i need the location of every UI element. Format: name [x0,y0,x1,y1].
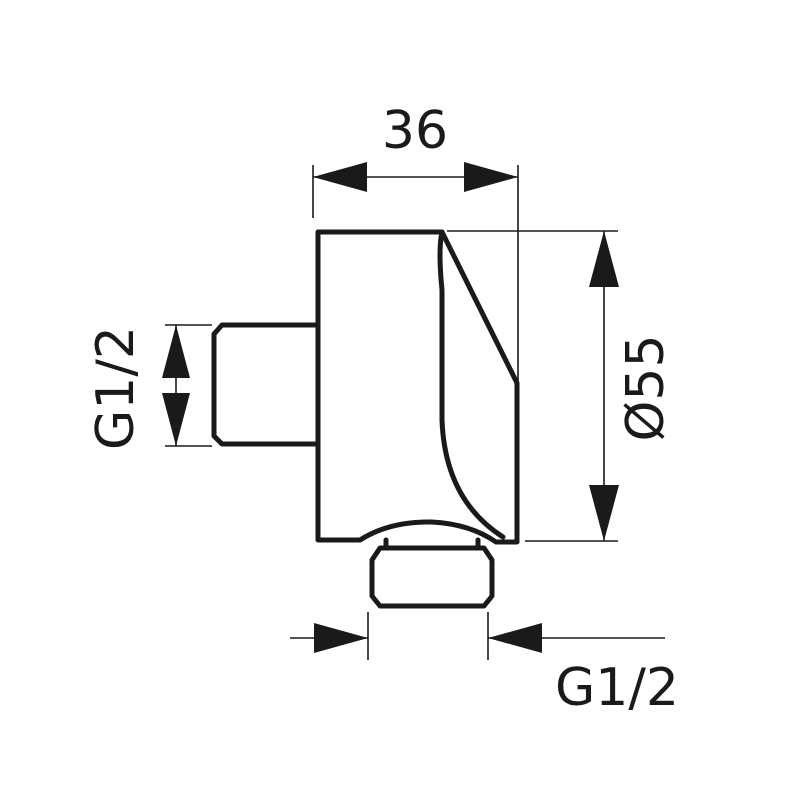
arrow-up [162,325,190,378]
part-outline [211,229,520,609]
arrow-down [589,485,619,541]
body-curved-face [437,229,506,540]
dimension-label-diameter: Ø55 [616,334,676,441]
dimension-top-width: 36 [312,101,519,385]
dimension-label-left-thread: G1/2 [86,326,146,450]
dimension-diameter: Ø55 [447,230,676,542]
arrow-right [314,623,368,653]
body-outline [315,229,520,545]
arrow-left [313,162,367,192]
bottom-nut [369,545,495,609]
dimension-left-thread: G1/2 [86,324,212,450]
dimension-label-bottom-thread: G1/2 [555,658,679,718]
arrow-right [464,162,518,192]
arrow-left [488,623,542,653]
left-inlet [211,322,321,447]
arrow-up [589,231,619,287]
dimension-bottom-thread: G1/2 [290,612,679,718]
arrow-down [162,393,190,446]
dimension-label-width: 36 [382,101,448,161]
